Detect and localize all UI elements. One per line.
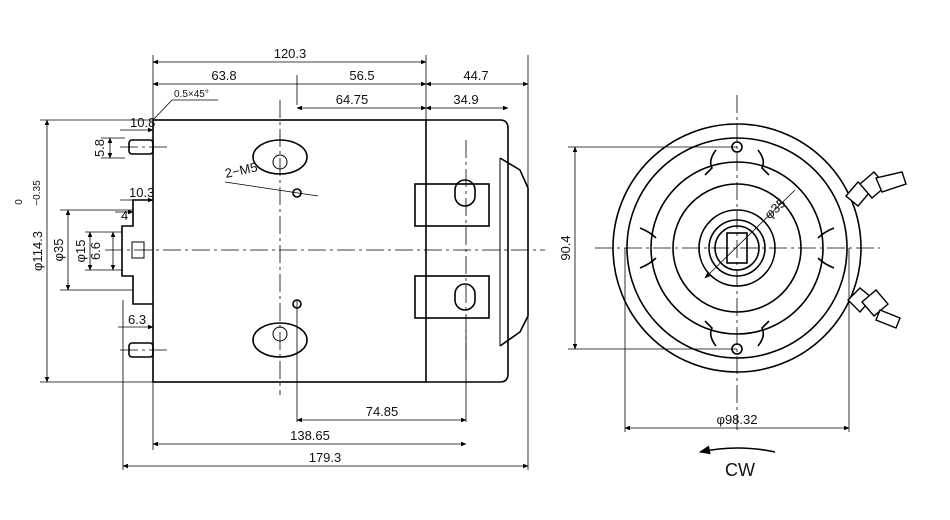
end-cap (426, 119, 509, 383)
chamfer-note: 0.5×45° (174, 89, 209, 100)
dim-shaft-diameter: φ15 (73, 240, 88, 263)
dim-end-length: 44.7 (463, 68, 488, 83)
dim-hub-diameter: φ35 (51, 239, 66, 262)
end-taper (499, 157, 529, 347)
terminal-bottom (414, 275, 490, 319)
end-view: 90.4 φ35 φ98.32 CW (558, 95, 907, 480)
rotation-label: CW (725, 460, 755, 480)
dim-lower-1: 74.85 (366, 404, 399, 419)
tol-upper: 0 (14, 199, 25, 205)
dim-end-cap: 34.9 (453, 92, 478, 107)
dim-hub-offset: 10.3 (129, 185, 154, 200)
tol-lower: −0.35 (32, 180, 43, 206)
dim-hole-to-end: 64.75 (336, 92, 369, 107)
dim-left-offset-top: 10.8 (130, 115, 155, 130)
dim-body-diameter: φ114.3 (30, 231, 45, 271)
dim-bolt-spacing: 90.4 (558, 235, 573, 260)
dim-key-width: 6.6 (88, 242, 103, 260)
dim-overall-length: 120.3 (274, 46, 307, 61)
terminal-stud-lower (847, 287, 901, 329)
dim-segment-1: 63.8 (211, 68, 236, 83)
side-view: 120.3 63.8 56.5 44.7 64.75 34.9 0.5×45° … (14, 46, 545, 470)
dim-segment-2: 56.5 (349, 68, 374, 83)
motor-body (152, 119, 427, 383)
terminal-stud-upper (845, 171, 907, 207)
dim-lower-3: 179.3 (309, 450, 342, 465)
dim-bolt-circle: φ98.32 (717, 412, 758, 427)
m5-hole-top (292, 188, 302, 198)
rotation-arrow (698, 445, 776, 455)
dim-hub-step: 4 (121, 208, 128, 223)
thread-note: 2−M5 (224, 159, 259, 181)
dim-stud-offset-bottom: 6.3 (128, 312, 146, 327)
front-hub (121, 199, 153, 305)
dim-lower-2: 138.65 (290, 428, 330, 443)
dim-stud-height: 5.8 (92, 139, 107, 157)
terminal-top (414, 183, 490, 227)
dim-pilot-diameter: φ35 (761, 195, 788, 221)
